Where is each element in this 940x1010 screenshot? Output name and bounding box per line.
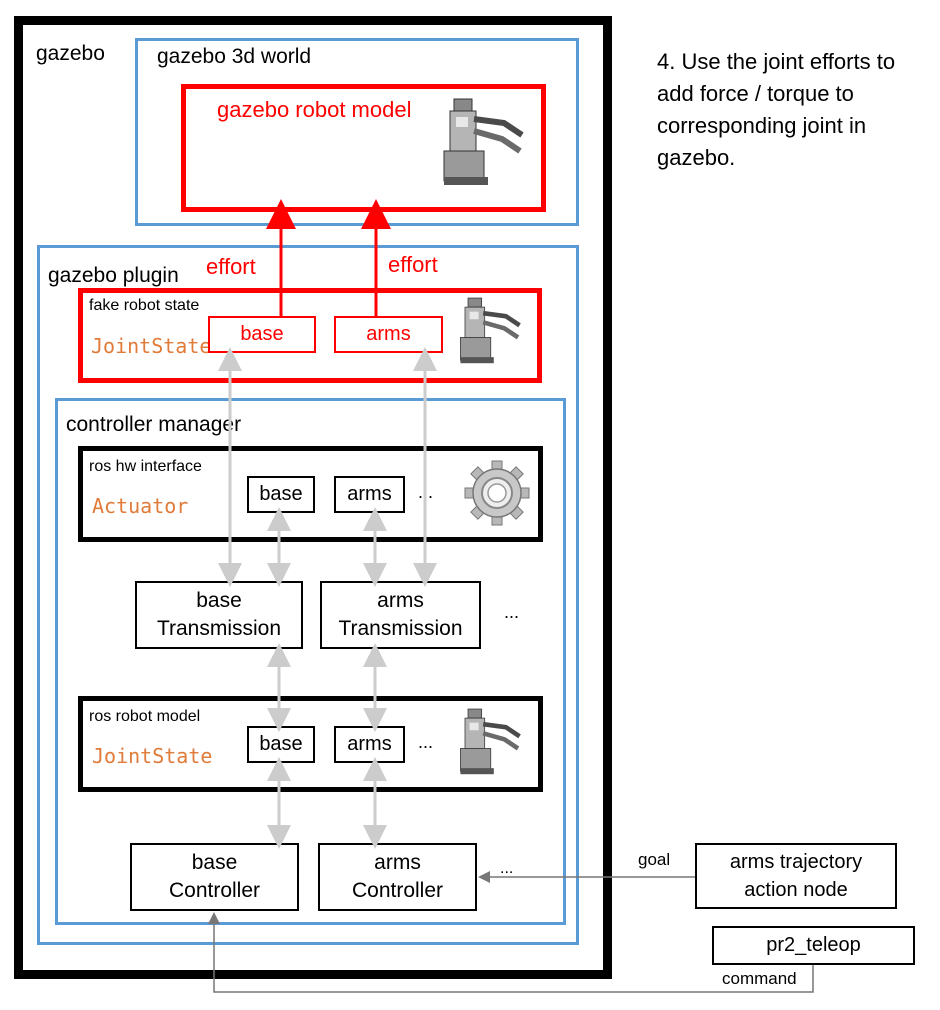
gazebo-3d-world [135, 38, 579, 226]
model-base-label: base [259, 733, 303, 755]
effort-label-left: effort [206, 254, 256, 279]
note-line-1: 4. Use the joint efforts to [657, 49, 896, 74]
model-base-box: base [247, 726, 315, 763]
effort-label-right: effort [388, 252, 438, 277]
transmission-ellipsis: ... [504, 602, 520, 622]
hw-base-box: base [247, 476, 315, 513]
robot-icon [443, 98, 524, 185]
model-ellipsis: ... [418, 732, 434, 752]
gazebo-3d-world-label: gazebo 3d world [157, 45, 312, 68]
controller-manager-label: controller manager [66, 413, 242, 436]
gazebo-robot-model-label: gazebo robot model [217, 97, 412, 122]
robot-icon [460, 297, 521, 364]
ros-robot-model-title: ros robot model [89, 708, 201, 725]
note-line-4: gazebo. [657, 145, 736, 170]
base-transmission-line2: Transmission [156, 617, 282, 640]
fake-joint-state: JointState [91, 334, 212, 358]
base-controller-box: base Controller [130, 843, 299, 911]
note-text: 4. Use the joint efforts to add force / … [657, 46, 937, 174]
gazebo-label: gazebo [36, 42, 105, 65]
ros-hw-interface-title: ros hw interface [89, 458, 202, 475]
ros-hw-interface [78, 446, 543, 542]
note-line-3: corresponding joint in [657, 113, 867, 138]
arms-trajectory-line2: action node [744, 879, 848, 901]
fake-arms-label: arms [366, 323, 411, 345]
base-transmission-line1: base [196, 589, 242, 612]
fake-base-label: base [240, 323, 284, 345]
gazebo-plugin-label: gazebo plugin [48, 264, 179, 287]
ros-robot-model [78, 696, 543, 792]
robot-icon [460, 708, 521, 775]
arms-transmission-line2: Transmission [338, 617, 463, 640]
arms-trajectory-line1: arms trajectory [729, 851, 863, 873]
goal-label: goal [638, 850, 671, 869]
base-transmission-box: base Transmission [135, 581, 303, 649]
model-arms-box: arms [334, 726, 405, 763]
command-label: command [722, 969, 797, 988]
fake-robot-state-title: fake robot state [89, 297, 200, 314]
base-controller-line1: base [191, 851, 238, 874]
controller-ellipsis: ... [500, 860, 514, 877]
arms-controller-line2: Controller [351, 879, 444, 902]
base-controller-line2: Controller [168, 879, 261, 902]
hw-ellipsis: ... [418, 482, 434, 502]
hw-arms-box: arms [334, 476, 405, 513]
fake-base-box: base [208, 316, 316, 353]
note-line-2: add force / torque to [657, 81, 854, 106]
arms-trajectory-action-node: arms trajectory action node [695, 843, 897, 909]
hw-arms-label: arms [347, 483, 392, 505]
arms-transmission-line1: arms [377, 589, 424, 612]
model-arms-label: arms [347, 733, 392, 755]
arms-controller-line1: arms [374, 851, 421, 874]
arms-controller-box: arms Controller [318, 843, 477, 911]
arms-transmission-box: arms Transmission [320, 581, 481, 649]
hw-base-label: base [259, 483, 303, 505]
actuator-label: Actuator [92, 494, 189, 518]
fake-robot-state [78, 288, 542, 383]
pr2-teleop-box: pr2_teleop [712, 926, 915, 965]
ros-joint-state: JointState [92, 744, 213, 768]
fake-arms-box: arms [334, 316, 443, 353]
gear-icon [464, 460, 530, 526]
pr2-teleop-label: pr2_teleop [766, 934, 861, 956]
